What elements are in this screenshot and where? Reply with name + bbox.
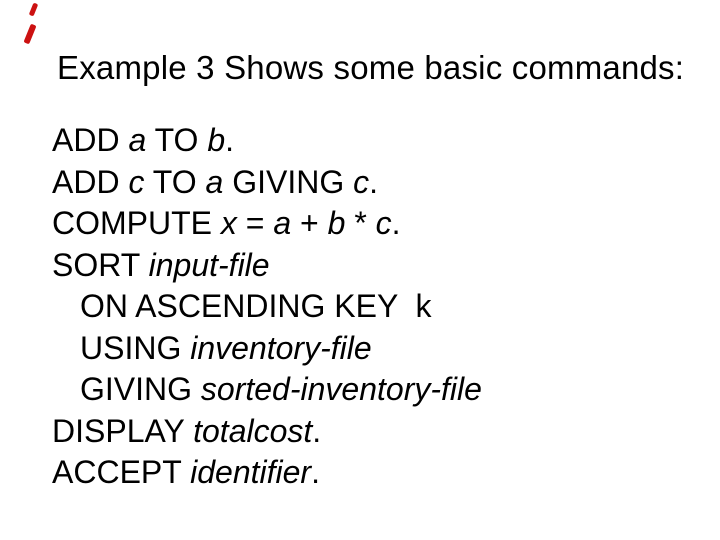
- code-variable: x: [220, 205, 237, 241]
- corner-decoration: [0, 0, 60, 60]
- red-stroke-icon: [28, 2, 39, 17]
- code-variable: c: [375, 205, 392, 241]
- code-keyword: GIVING: [223, 163, 354, 200]
- code-variable: inventory-file: [190, 329, 372, 366]
- code-keyword: .: [369, 163, 378, 200]
- code-variable: c: [128, 163, 145, 200]
- code-line: ADD c TO a GIVING c.: [52, 162, 482, 204]
- code-keyword: TO: [146, 122, 208, 158]
- code-keyword: SORT: [52, 246, 149, 283]
- code-variable: b: [327, 205, 346, 241]
- code-line: SORT input-file: [52, 245, 482, 287]
- red-stroke-icon: [23, 23, 37, 45]
- code-keyword: .: [312, 412, 322, 449]
- code-keyword: COMPUTE: [52, 205, 221, 241]
- code-line: ON ASCENDING KEY k: [52, 286, 482, 328]
- code-keyword: ADD: [52, 163, 129, 200]
- code-variable: identifier: [190, 454, 312, 490]
- code-line: GIVING sorted-inventory-file: [52, 369, 482, 411]
- code-keyword: USING: [80, 329, 191, 366]
- code-line: DISPLAY totalcost.: [52, 411, 482, 453]
- code-variable: c: [353, 163, 370, 200]
- code-variable: input-file: [148, 246, 270, 283]
- code-keyword: TO: [144, 163, 206, 200]
- code-keyword: *: [345, 205, 376, 241]
- code-keyword: DISPLAY: [52, 412, 194, 449]
- code-keyword: .: [225, 122, 234, 158]
- code-variable: a: [128, 122, 147, 158]
- code-block: ADD a TO b.ADD c TO a GIVING c.COMPUTE x…: [52, 120, 482, 494]
- code-keyword: .: [311, 454, 320, 490]
- code-line: ADD a TO b.: [52, 120, 482, 162]
- code-line: COMPUTE x = a + b * c.: [52, 203, 482, 245]
- code-variable: sorted-inventory-file: [200, 371, 482, 407]
- code-keyword: ACCEPT: [52, 454, 191, 490]
- code-keyword: GIVING: [80, 371, 201, 407]
- slide-title: Example 3 Shows some basic commands:: [57, 49, 685, 86]
- code-line: USING inventory-file: [52, 328, 482, 370]
- code-variable: totalcost: [193, 412, 313, 449]
- code-keyword: .: [391, 205, 401, 241]
- code-variable: a: [205, 163, 224, 200]
- code-variable: a: [273, 205, 292, 241]
- code-keyword: =: [236, 205, 274, 241]
- code-keyword: +: [291, 205, 328, 241]
- code-keyword: ON ASCENDING KEY k: [80, 288, 432, 324]
- code-keyword: ADD: [52, 122, 129, 158]
- code-variable: b: [207, 122, 226, 158]
- code-line: ACCEPT identifier.: [52, 452, 482, 494]
